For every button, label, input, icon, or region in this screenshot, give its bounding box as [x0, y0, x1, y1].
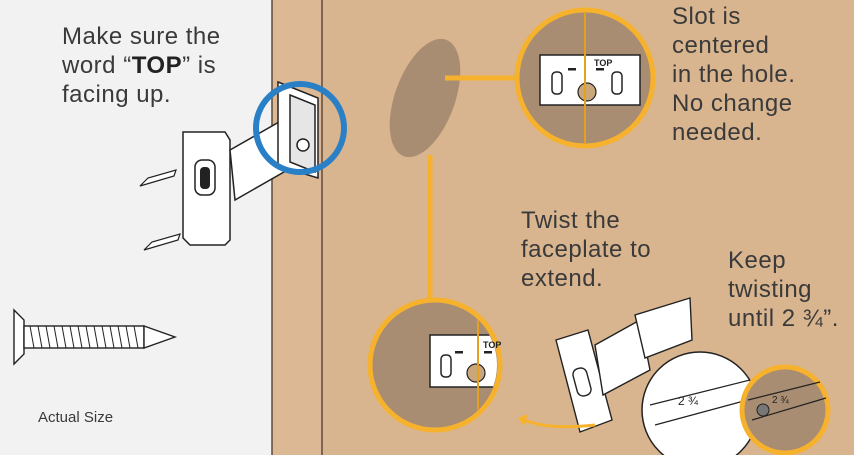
door-edge	[272, 0, 324, 455]
slot-centered-label: Slot is centered in the hole. No change …	[672, 3, 796, 146]
top-instruction-line1: Make sure the	[62, 23, 221, 50]
svg-text:2 ¾: 2 ¾	[772, 395, 789, 406]
top-instruction-line3: facing up.	[62, 81, 172, 108]
twist-label: Twist the faceplate to extend.	[521, 207, 652, 292]
svg-text:TOP: TOP	[594, 58, 612, 68]
zoom-measure-yellow: 2 ¾	[739, 364, 831, 455]
keep-twisting-label: Keep twisting until 2 ¾”.	[728, 247, 839, 332]
actual-size-label: Actual Size	[38, 409, 114, 426]
zoom-circle-centered: TOP	[514, 7, 656, 149]
door-hole	[389, 38, 461, 158]
top-instruction-line2: word “TOP” is	[62, 52, 217, 79]
svg-text:2 ¾: 2 ¾	[678, 394, 699, 408]
actual-size-screw	[13, 308, 178, 366]
svg-text:TOP: TOP	[483, 340, 501, 350]
screw-icon	[139, 169, 181, 251]
latch-extended	[555, 297, 693, 433]
blue-circle-highlight	[253, 81, 347, 175]
zoom-circle-extend: TOP	[367, 297, 503, 433]
connector-lines	[427, 75, 520, 305]
rotate-arrow-icon	[523, 418, 596, 429]
top-instruction-label: Make sure the word “TOP” is facing up.	[62, 22, 221, 109]
